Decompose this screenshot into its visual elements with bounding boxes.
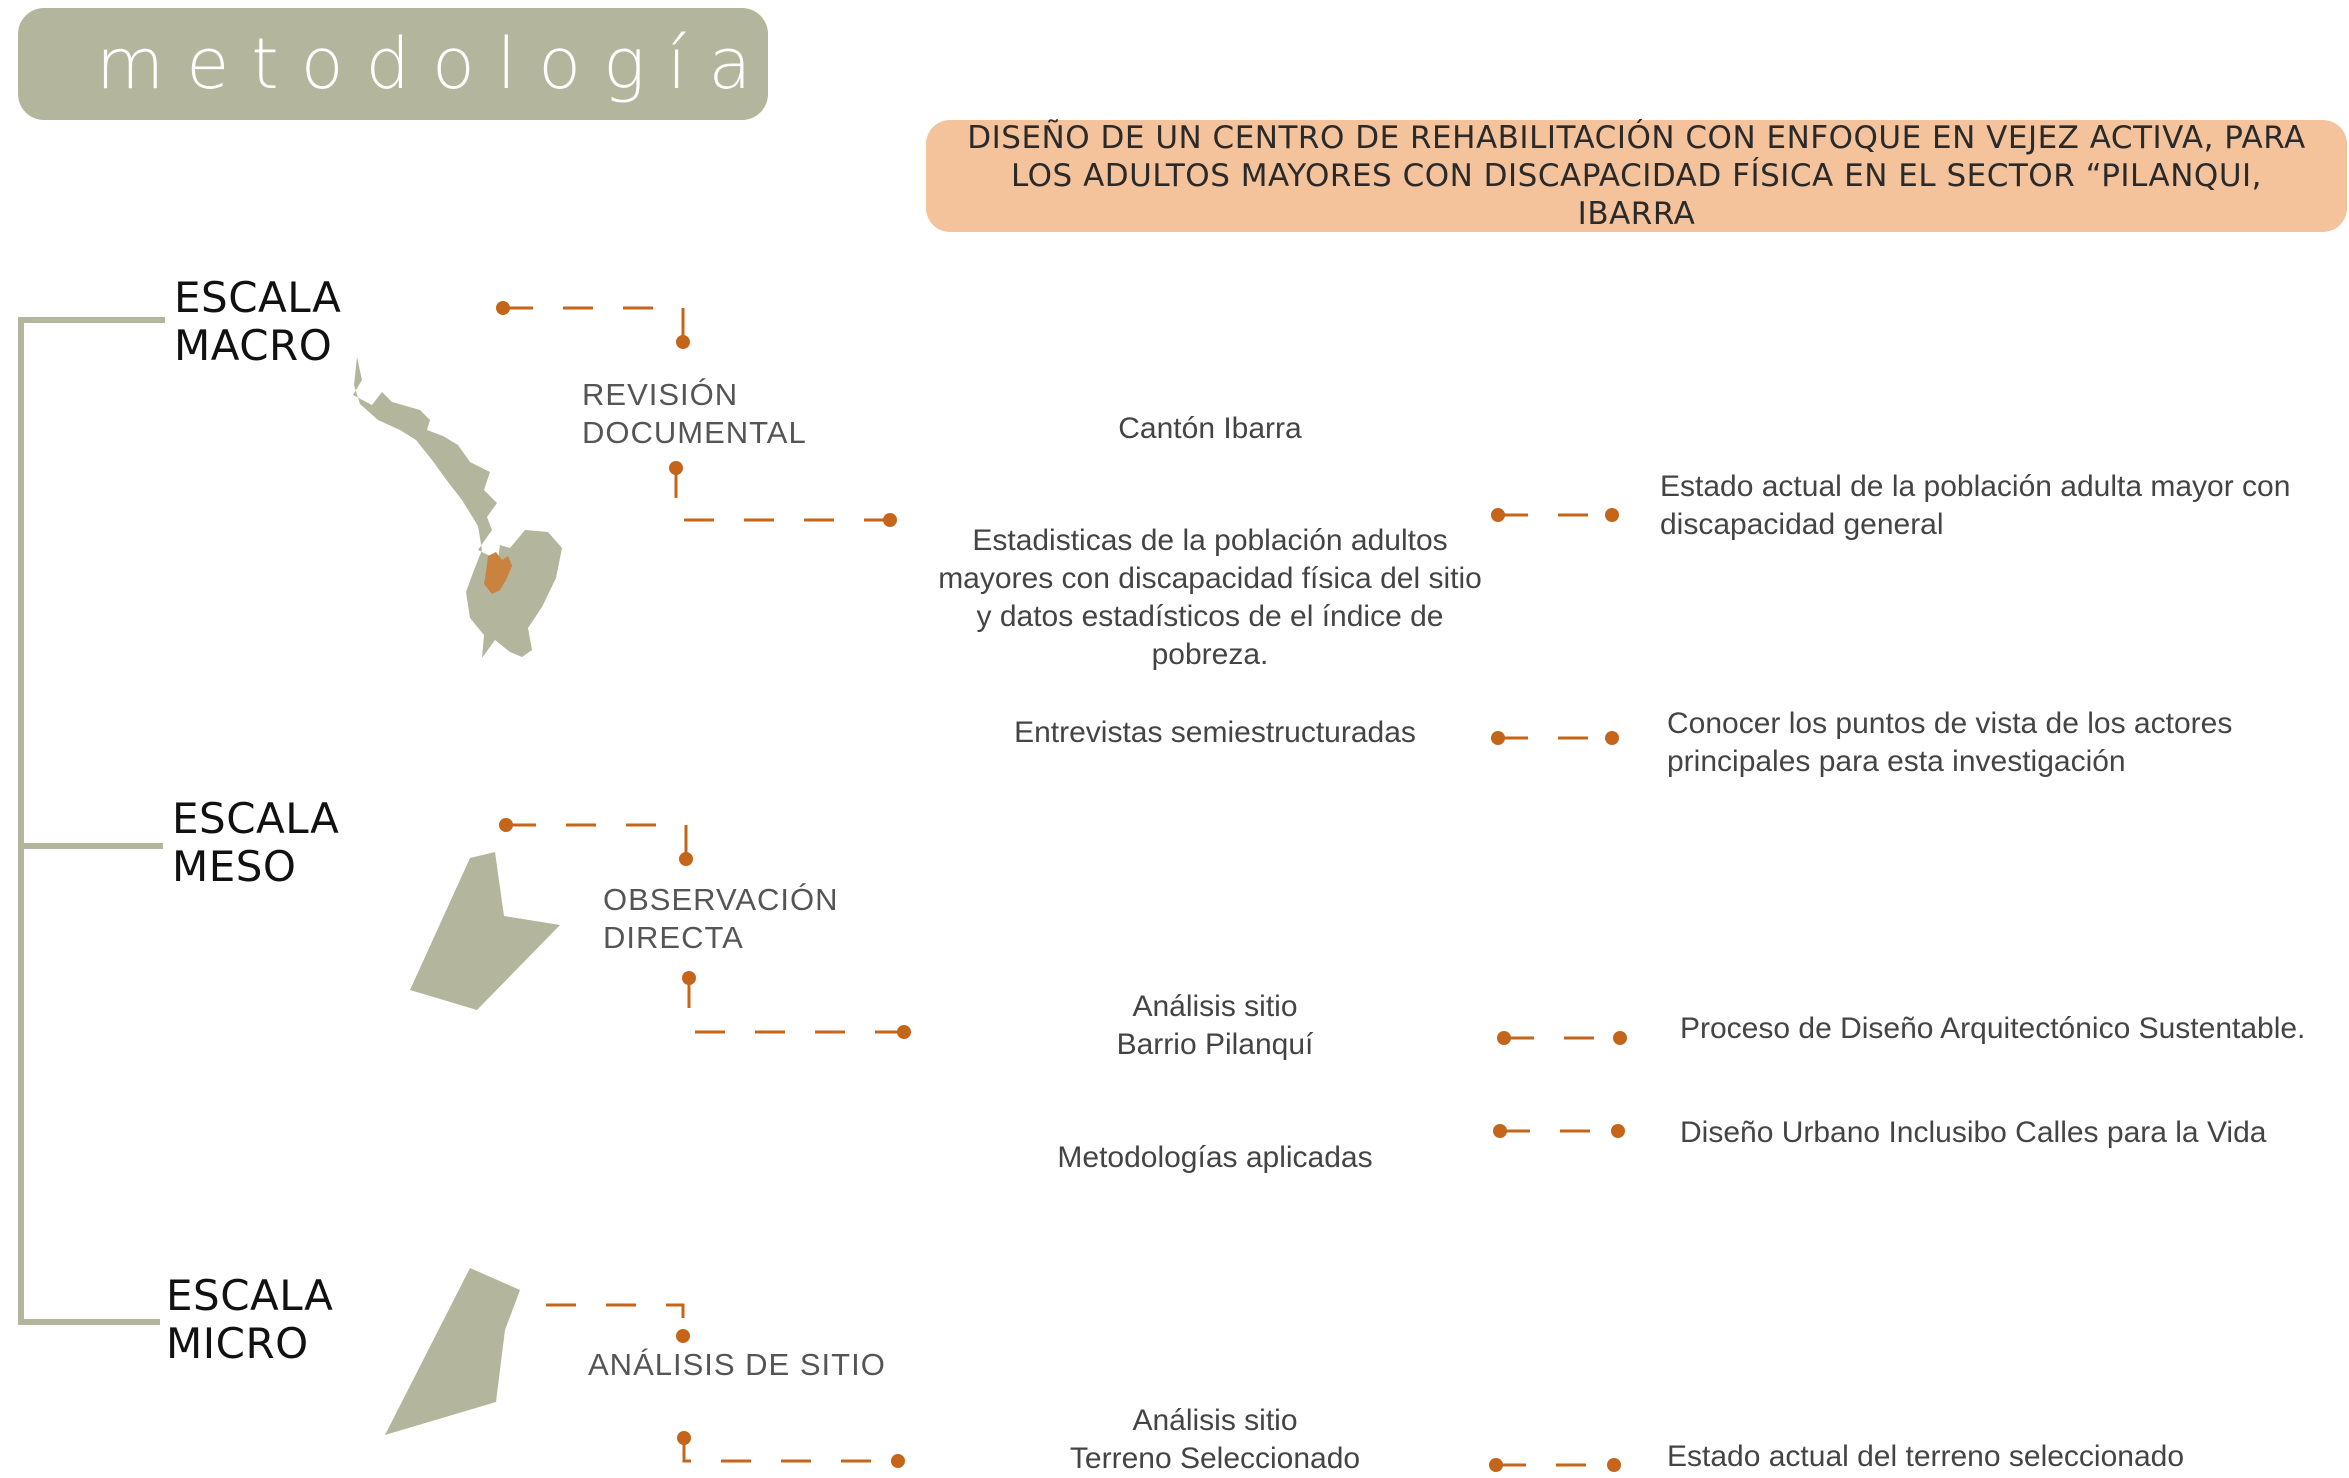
result-estado-terreno: Estado actual del terreno seleccionado [1667,1440,2185,1473]
location-marker-icon [484,552,512,594]
item-metodologias: Metodologías aplicadas [1057,1141,1373,1174]
item-analisis-terreno: Análisis sitio Terreno Seleccionado [1069,1404,1361,1475]
item-estadisticas: Estadisticas de la población adultos may… [938,524,1482,671]
result-estado-poblacion: Estado actual de la población adulta may… [1660,470,2291,541]
connector-dots [496,301,1627,1472]
item-canton-ibarra: Cantón Ibarra [1118,412,1302,445]
connectors [503,306,1620,1467]
project-title: DISEÑO DE UN CENTRO DE REHABILITACIÓN CO… [967,120,2306,232]
section-title: metodología [96,23,774,105]
scale-macro-label: ESCALA MACRO [174,273,342,370]
method-revision-documental: REVISIÓN DOCUMENTAL [582,377,807,450]
result-diseno-urbano: Diseño Urbano Inclusibo Calles para la V… [1680,1116,2267,1149]
scale-micro-label: ESCALA MICRO [166,1271,334,1368]
method-observacion-directa: OBSERVACIÓN DIRECTA [603,882,839,955]
meso-map-icon [410,852,560,1010]
micro-map-icon [385,1268,520,1435]
project-title-box: DISEÑO DE UN CENTRO DE REHABILITACIÓN CO… [926,120,2347,232]
section-title-pill: metodología [18,8,768,120]
result-conocer: Conocer los puntos de vista de los actor… [1667,707,2233,778]
method-analisis-sitio: ANÁLISIS DE SITIO [588,1347,886,1382]
result-proceso-diseno: Proceso de Diseño Arquitectónico Sustent… [1680,1012,2306,1045]
scale-bracket [18,317,165,1325]
item-entrevistas: Entrevistas semiestructuradas [1014,716,1416,749]
scale-meso-label: ESCALA MESO [172,794,340,891]
item-analisis-barrio: Análisis sitio Barrio Pilanquí [1116,990,1314,1061]
macro-map-icon [353,357,562,658]
